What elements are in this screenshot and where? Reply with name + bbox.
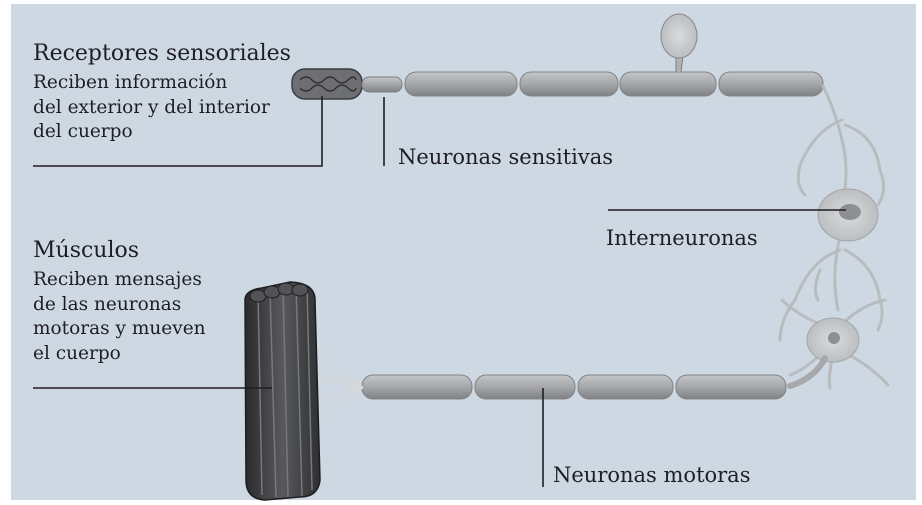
receptors-desc-line-1: Reciben información bbox=[33, 71, 227, 94]
muscles-desc-line-2: de las neuronas bbox=[33, 293, 181, 316]
muscles-desc-line-1: Reciben mensajes bbox=[33, 268, 202, 291]
sensory-cell-body bbox=[661, 14, 697, 58]
motor-neuron-label: Neuronas motoras bbox=[553, 463, 750, 487]
motor-neuron bbox=[362, 375, 786, 399]
muscles-desc-line-3: motoras y mueven bbox=[33, 317, 206, 340]
muscles-title: Músculos bbox=[33, 238, 139, 263]
muscle-bundle bbox=[245, 282, 320, 500]
sensory-neuron bbox=[405, 14, 823, 96]
sensory-neuron-label: Neuronas sensitivas bbox=[398, 145, 613, 169]
receptors-desc-line-2: del exterior y del interior bbox=[33, 96, 270, 119]
receptors-desc-line-3: del cuerpo bbox=[33, 120, 133, 143]
sensory-receptor bbox=[292, 69, 402, 99]
muscles-desc-line-4: el cuerpo bbox=[33, 342, 121, 365]
receptors-title: Receptores sensoriales bbox=[33, 41, 291, 66]
interneuron-label: Interneuronas bbox=[606, 226, 758, 250]
